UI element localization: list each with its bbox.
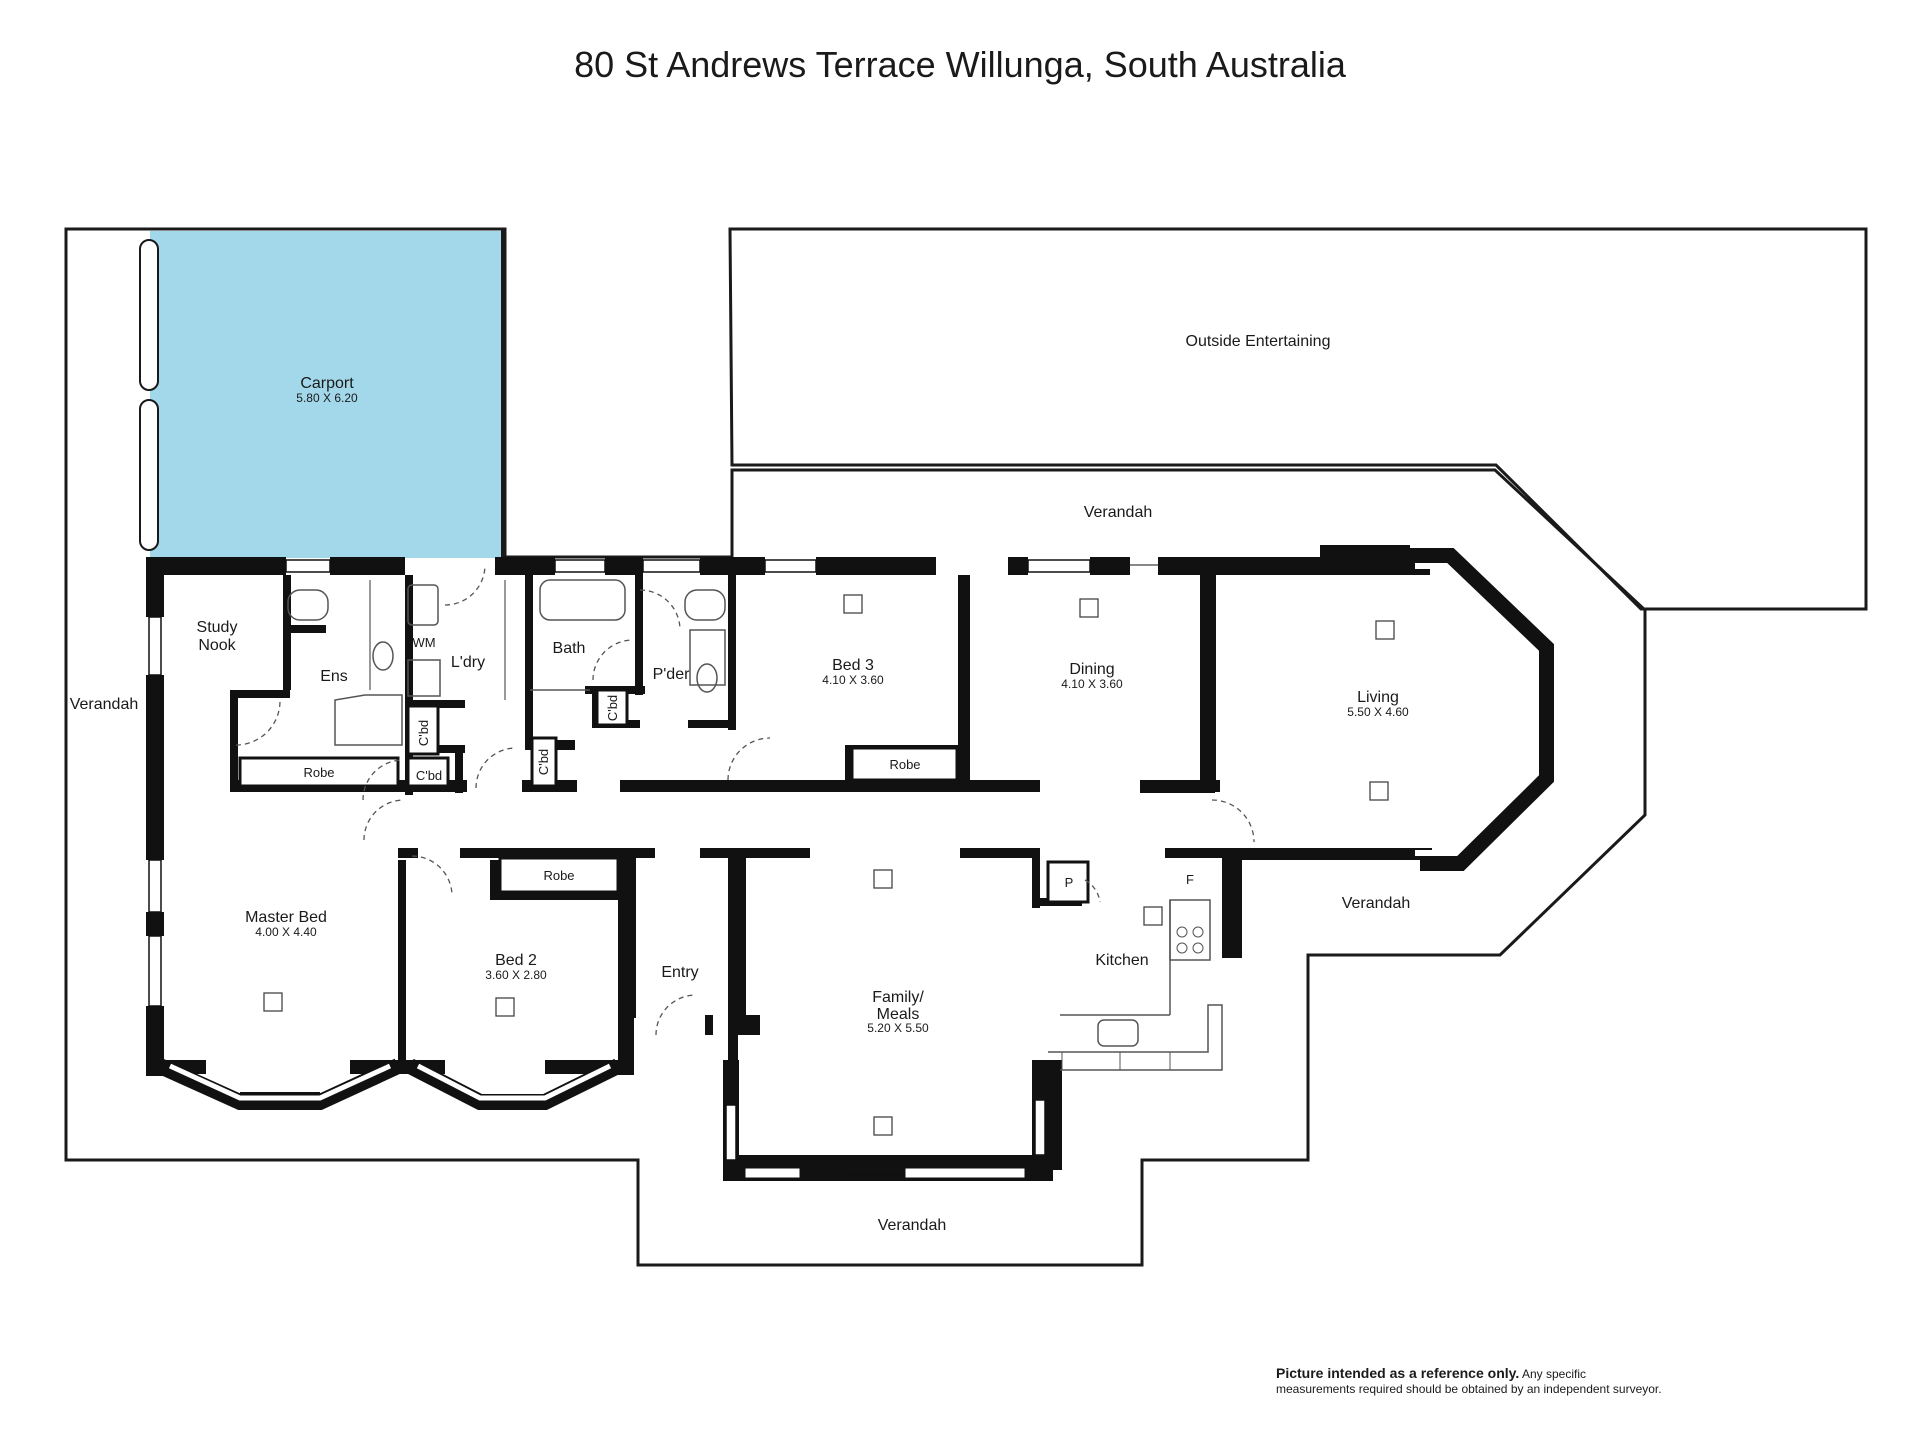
pantry-label: P: [1065, 875, 1074, 890]
kitchen-bench: [1048, 1004, 1223, 1071]
living-label: Living: [1357, 689, 1399, 706]
robe-bed3: [850, 746, 959, 782]
master-bay-window: [156, 1058, 402, 1110]
family-label-1: Family/: [872, 989, 924, 1006]
living-dims: 5.50 X 4.60: [1347, 705, 1409, 719]
bed3-dims: 4.10 X 3.60: [822, 673, 884, 687]
living-bay-window: [1410, 548, 1554, 871]
cbd-pder-label: C'bd: [605, 695, 620, 721]
pder-label: P'der: [653, 666, 691, 683]
bed2-label: Bed 2: [495, 952, 537, 969]
master-bed-label: Master Bed: [245, 909, 327, 926]
verandah-outline: [64, 227, 1647, 1267]
study-nook-label-2: Nook: [198, 637, 236, 654]
carport-post: [139, 239, 159, 391]
verandah-left-label: Verandah: [70, 696, 139, 713]
carport-label: Carport: [300, 375, 354, 392]
bath-label: Bath: [553, 640, 586, 657]
fridge-label: F: [1186, 872, 1194, 887]
wm-label: WM: [412, 635, 435, 650]
disclaimer-bold: Picture intended as a reference only.: [1276, 1365, 1520, 1381]
pantry: [1046, 860, 1090, 904]
vent-icons: [263, 594, 1395, 1136]
robe-master: [238, 756, 400, 788]
bed3-label: Bed 3: [832, 657, 874, 674]
robe-bed2: [498, 856, 620, 894]
bed2-bay-window: [406, 1058, 622, 1110]
family-label-2: Meals: [877, 1006, 920, 1023]
cbd-bath-label: C'bd: [536, 749, 551, 775]
cbd-pder: [595, 688, 629, 727]
entry-label: Entry: [661, 964, 698, 981]
carport-area: [150, 231, 503, 558]
cbd-bath: [530, 736, 558, 788]
robe-bed3-label: Robe: [889, 757, 920, 772]
verandah-right-label: Verandah: [1342, 895, 1411, 912]
ldry-label: L'dry: [451, 654, 485, 671]
cbd-ldry: [406, 704, 440, 756]
ens-label: Ens: [320, 668, 348, 685]
dining-label: Dining: [1069, 661, 1114, 678]
walls: [146, 545, 1432, 1171]
master-bed-dims: 4.00 X 4.40: [255, 925, 317, 939]
door-swings: [235, 564, 1255, 1036]
disclaimer: Picture intended as a reference only. An…: [1276, 1366, 1896, 1397]
outside-entertaining-label: Outside Entertaining: [1186, 333, 1331, 350]
dining-dims: 4.10 X 3.60: [1061, 677, 1123, 691]
plan-title: 80 St Andrews Terrace Willunga, South Au…: [574, 44, 1346, 85]
outside-entertaining-outline: [728, 227, 1868, 611]
disclaimer-line1: Any specific: [1521, 1367, 1586, 1381]
verandah-bottom-label: Verandah: [878, 1217, 947, 1234]
carport-dims: 5.80 X 6.20: [296, 391, 358, 405]
robe-master-label: Robe: [303, 765, 334, 780]
family-dims: 5.20 X 5.50: [867, 1021, 929, 1035]
study-nook-label-1: Study: [197, 619, 238, 636]
verandah-top-label: Verandah: [1084, 504, 1153, 521]
bed2-dims: 3.60 X 2.80: [485, 968, 547, 982]
robe-bed2-label: Robe: [543, 868, 574, 883]
disclaimer-line2: measurements required should be obtained…: [1276, 1382, 1662, 1396]
kitchen-label: Kitchen: [1095, 952, 1148, 969]
carport-post: [139, 399, 159, 551]
cbd-corridor-label: C'bd: [416, 768, 442, 783]
cbd-ldry-label: C'bd: [416, 720, 431, 746]
cbd-corridor: [406, 756, 450, 788]
